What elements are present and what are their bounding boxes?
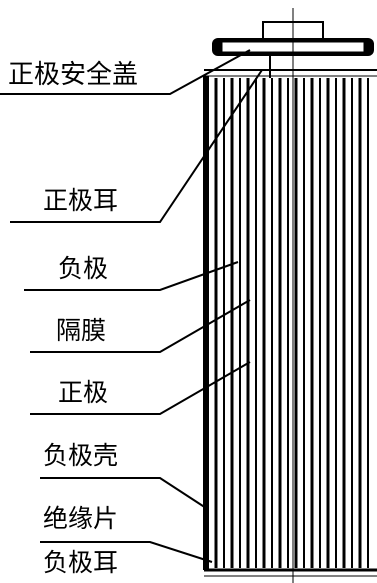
leader-insulating-sheet [40,541,213,563]
label-insulating-sheet: 绝缘片 [43,504,119,533]
leader-negative-can [40,477,207,509]
electrode-stripes [214,78,369,568]
label-negative-tab: 负极耳 [43,548,119,577]
label-positive-safety-cap: 正极安全盖 [8,60,139,90]
leader-negative-electrode [24,261,239,291]
label-separator: 隔膜 [56,316,107,345]
label-negative-can: 负极壳 [43,441,119,470]
label-positive-electrode: 正极 [58,378,109,407]
label-negative-electrode: 负极 [58,254,109,283]
leader-separator [30,299,251,353]
label-positive-tab: 正极耳 [43,186,119,215]
leader-positive-electrode [30,361,251,415]
leader-positive-tab [10,69,263,223]
leader-positive-safety-cap [0,49,251,95]
